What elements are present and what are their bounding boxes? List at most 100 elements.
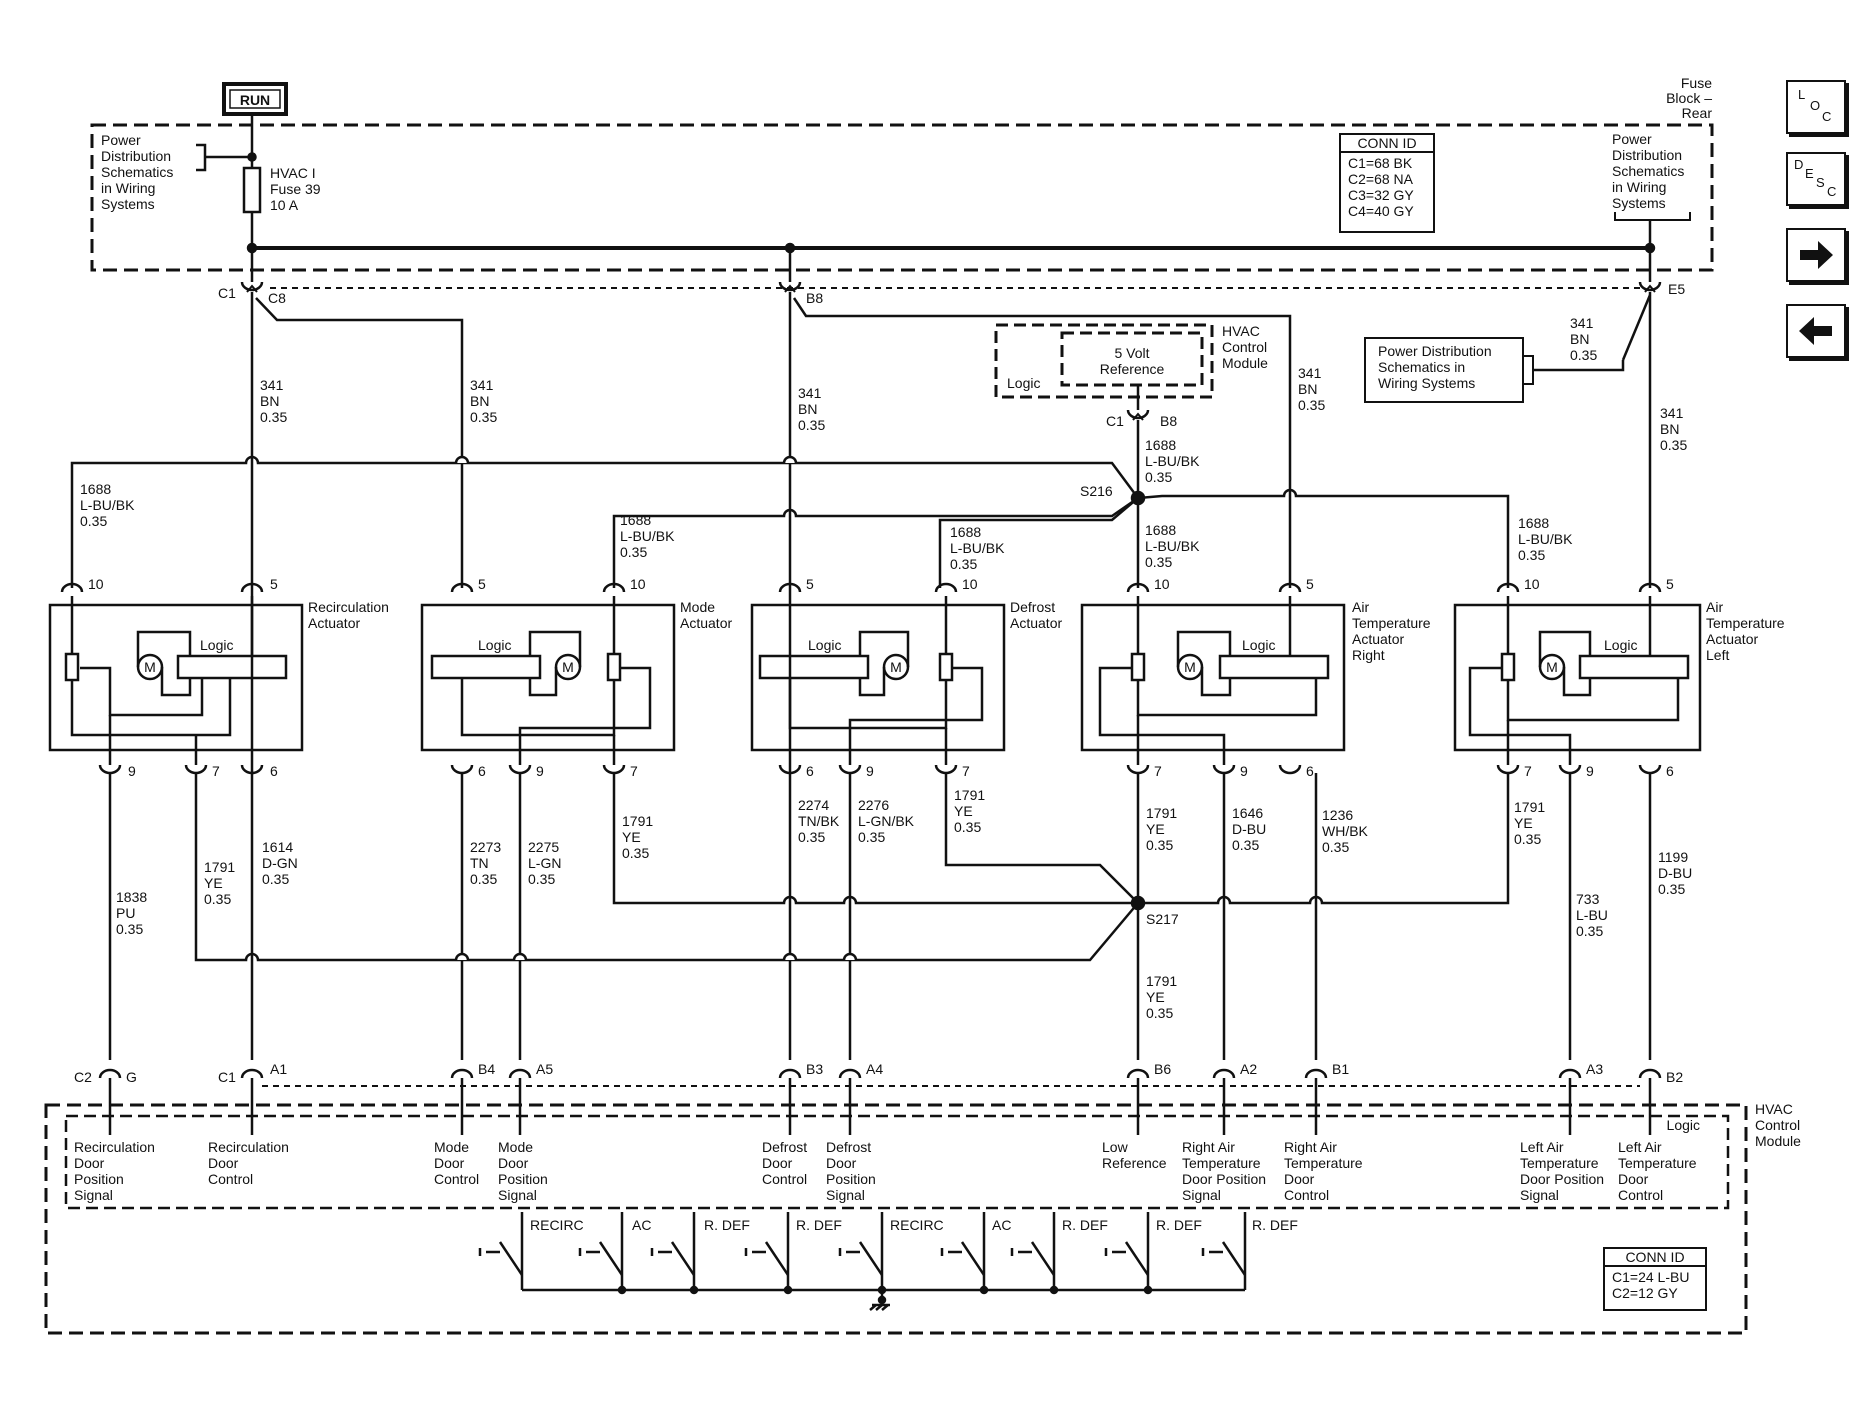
svg-text:M: M bbox=[1546, 659, 1558, 675]
svg-text:RECIRC: RECIRC bbox=[530, 1217, 584, 1233]
svg-text:Temperature: Temperature bbox=[1520, 1155, 1599, 1171]
svg-text:E5: E5 bbox=[1668, 281, 1685, 297]
svg-text:1688: 1688 bbox=[1518, 515, 1549, 531]
svg-text:Mode: Mode bbox=[680, 599, 715, 615]
fuse-block-label: Fuse Block – Rear bbox=[1666, 75, 1712, 121]
svg-text:6: 6 bbox=[270, 763, 278, 779]
svg-text:6: 6 bbox=[478, 763, 486, 779]
svg-text:0.35: 0.35 bbox=[798, 417, 825, 433]
conn-id-bottom: CONN ID C1=24 L-BU C2=12 GY bbox=[1603, 1247, 1707, 1311]
svg-text:0.35: 0.35 bbox=[1232, 837, 1259, 853]
prev-button[interactable] bbox=[1786, 304, 1846, 358]
svg-text:in Wiring: in Wiring bbox=[1612, 179, 1666, 195]
svg-text:Recirculation: Recirculation bbox=[308, 599, 389, 615]
desc-button[interactable]: D E S C bbox=[1786, 152, 1846, 206]
svg-text:D-GN: D-GN bbox=[262, 855, 298, 871]
svg-text:Logic: Logic bbox=[1007, 375, 1040, 391]
svg-text:0.35: 0.35 bbox=[954, 819, 981, 835]
svg-text:0.35: 0.35 bbox=[1322, 839, 1349, 855]
loc-button[interactable]: L O C bbox=[1786, 80, 1846, 134]
svg-text:0.35: 0.35 bbox=[1514, 831, 1541, 847]
svg-text:YE: YE bbox=[622, 829, 641, 845]
svg-text:5: 5 bbox=[1666, 576, 1674, 592]
svg-text:Door: Door bbox=[826, 1155, 857, 1171]
svg-text:1688: 1688 bbox=[80, 481, 111, 497]
svg-text:B1: B1 bbox=[1332, 1061, 1349, 1077]
svg-text:Actuator: Actuator bbox=[1352, 631, 1404, 647]
svg-text:1199: 1199 bbox=[1658, 849, 1688, 865]
svg-text:YE: YE bbox=[1146, 989, 1165, 1005]
svg-text:Mode: Mode bbox=[498, 1139, 533, 1155]
arrow-left-icon bbox=[1799, 317, 1832, 345]
svg-text:0.35: 0.35 bbox=[1576, 923, 1603, 939]
svg-text:Control: Control bbox=[434, 1171, 479, 1187]
svg-text:6: 6 bbox=[1666, 763, 1674, 779]
svg-text:Distribution: Distribution bbox=[101, 148, 171, 164]
svg-text:Door Position: Door Position bbox=[1182, 1171, 1266, 1187]
arrow-right-icon bbox=[1800, 241, 1833, 269]
svg-text:0.35: 0.35 bbox=[528, 871, 555, 887]
svg-text:1791: 1791 bbox=[622, 813, 653, 829]
power-distribution-ref-middle: Power Distribution Schematics in Wiring … bbox=[1364, 337, 1625, 403]
svg-text:L-BU/BK: L-BU/BK bbox=[1145, 538, 1200, 554]
svg-text:C1=24 L-BU: C1=24 L-BU bbox=[1612, 1269, 1689, 1285]
svg-text:RUN: RUN bbox=[240, 92, 270, 108]
svg-text:C3=32 GY: C3=32 GY bbox=[1348, 187, 1414, 203]
svg-text:Signal: Signal bbox=[498, 1187, 537, 1203]
loc-letter-l: L bbox=[1798, 87, 1806, 102]
svg-text:L-BU/BK: L-BU/BK bbox=[1518, 531, 1573, 547]
svg-text:1688: 1688 bbox=[950, 524, 981, 540]
svg-text:9: 9 bbox=[1586, 763, 1594, 779]
svg-text:0.35: 0.35 bbox=[622, 845, 649, 861]
svg-text:6: 6 bbox=[806, 763, 814, 779]
svg-text:R. DEF: R. DEF bbox=[1156, 1217, 1202, 1233]
svg-text:C1=68 BK: C1=68 BK bbox=[1348, 155, 1413, 171]
top-connector-labels: C1 C8 B8 E5 bbox=[218, 281, 1685, 306]
svg-text:733: 733 bbox=[1576, 891, 1600, 907]
svg-text:Rear: Rear bbox=[1682, 105, 1713, 121]
svg-text:PU: PU bbox=[116, 905, 135, 921]
svg-text:0.35: 0.35 bbox=[1146, 1005, 1173, 1021]
svg-text:Temperature: Temperature bbox=[1706, 615, 1785, 631]
svg-text:RECIRC: RECIRC bbox=[890, 1217, 944, 1233]
svg-text:Door Position: Door Position bbox=[1520, 1171, 1604, 1187]
svg-text:5: 5 bbox=[478, 576, 486, 592]
svg-text:1688: 1688 bbox=[1145, 522, 1176, 538]
svg-text:BN: BN bbox=[470, 393, 489, 409]
svg-text:in Wiring: in Wiring bbox=[101, 180, 155, 196]
svg-text:S216: S216 bbox=[1080, 483, 1113, 499]
svg-text:C8: C8 bbox=[268, 290, 286, 306]
next-button[interactable] bbox=[1786, 228, 1846, 282]
svg-text:M: M bbox=[562, 659, 574, 675]
svg-text:L-BU/BK: L-BU/BK bbox=[950, 540, 1005, 556]
hvac-control-module-top: Logic 5 Volt Reference HVAC Control Modu… bbox=[994, 323, 1268, 588]
svg-text:Position: Position bbox=[498, 1171, 548, 1187]
svg-text:1688: 1688 bbox=[1145, 437, 1176, 453]
svg-text:M: M bbox=[144, 659, 156, 675]
svg-text:2275: 2275 bbox=[528, 839, 559, 855]
svg-text:Wiring Systems: Wiring Systems bbox=[1378, 375, 1475, 391]
svg-text:C1: C1 bbox=[1106, 413, 1124, 429]
svg-text:L-GN: L-GN bbox=[528, 855, 561, 871]
svg-text:AC: AC bbox=[992, 1217, 1011, 1233]
svg-text:HVAC I: HVAC I bbox=[270, 165, 316, 181]
svg-text:Door: Door bbox=[208, 1155, 239, 1171]
svg-text:Schematics: Schematics bbox=[1612, 163, 1684, 179]
svg-text:341: 341 bbox=[470, 377, 494, 393]
svg-text:6: 6 bbox=[1306, 763, 1314, 779]
svg-text:C1: C1 bbox=[218, 1069, 236, 1085]
svg-text:S217: S217 bbox=[1146, 911, 1179, 927]
svg-text:Power Distribution: Power Distribution bbox=[1378, 343, 1492, 359]
svg-text:Defrost: Defrost bbox=[1010, 599, 1055, 615]
hvac-logic-box bbox=[64, 1114, 1730, 1210]
svg-text:Schematics: Schematics bbox=[101, 164, 173, 180]
svg-text:1688: 1688 bbox=[620, 512, 651, 528]
svg-text:R. DEF: R. DEF bbox=[1062, 1217, 1108, 1233]
svg-text:L-BU/BK: L-BU/BK bbox=[1145, 453, 1200, 469]
